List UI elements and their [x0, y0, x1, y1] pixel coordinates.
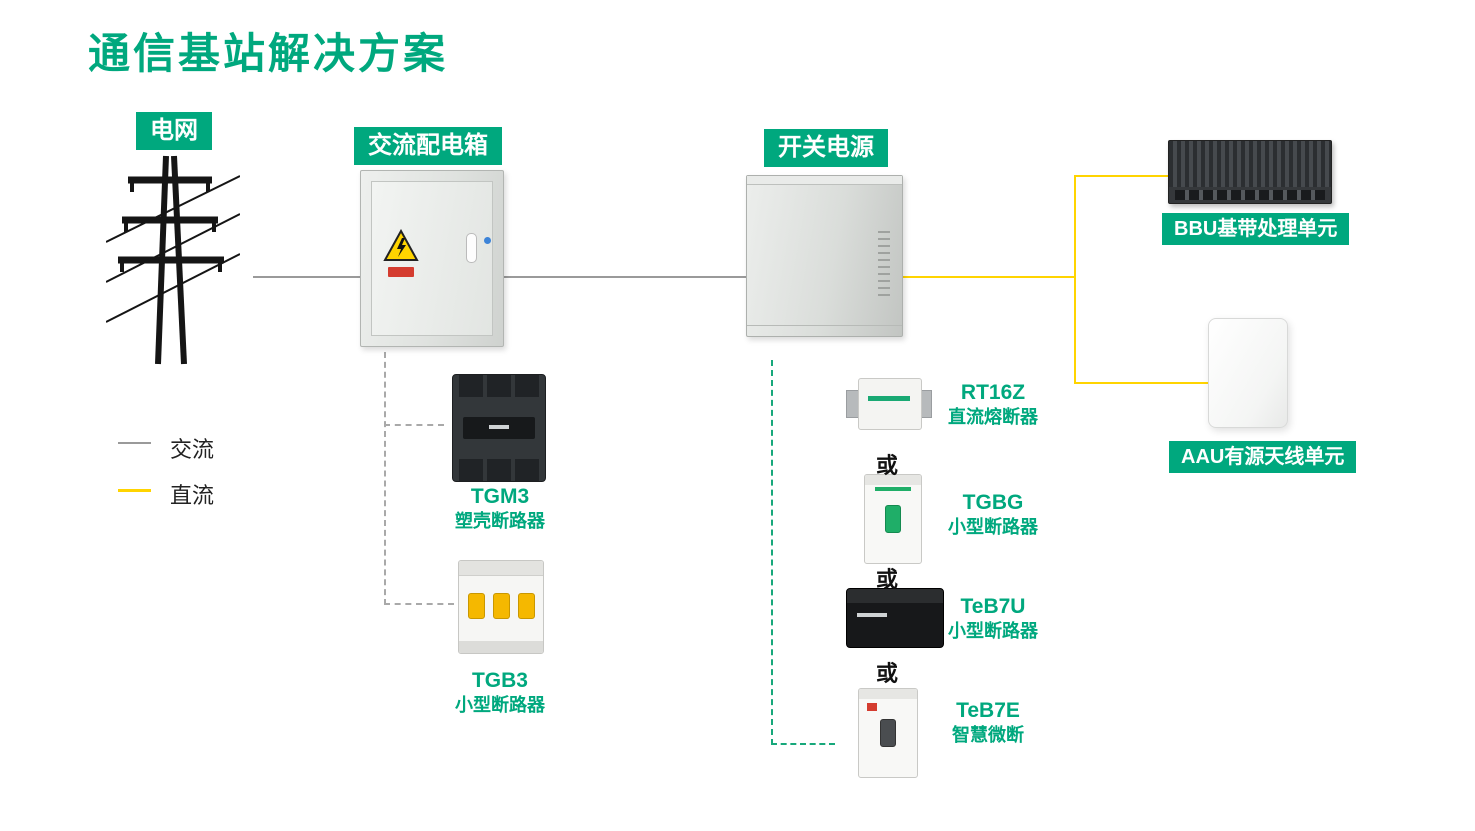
- power-tower-icon: [106, 155, 240, 365]
- teb7u-mark: [857, 613, 887, 617]
- ac-products-dashed-vertical: [384, 352, 386, 605]
- tgb3-name: TGB3: [471, 669, 528, 692]
- tgbg-label: TGBG 小型断路器: [918, 490, 1068, 540]
- tgb3-toggle: [493, 593, 510, 619]
- teb7u-top: [847, 589, 943, 603]
- bbu-label: BBU基带处理单元: [1162, 213, 1350, 245]
- rt16z-label: RT16Z 直流熔断器: [918, 380, 1068, 430]
- tgm3-image: [452, 374, 546, 482]
- ac-box-lock-dot: [484, 237, 491, 244]
- tgb3-label: TGB3 小型断路器: [425, 668, 575, 718]
- dashed-line-to-tgb3: [384, 603, 454, 605]
- dashed-line-to-tgm3: [384, 424, 444, 426]
- tgm3-desc: 塑壳断路器: [455, 511, 545, 532]
- rt16z-desc: 直流熔断器: [948, 407, 1038, 428]
- tgbg-desc: 小型断路器: [948, 517, 1038, 538]
- tgm3-terminal: [515, 459, 539, 481]
- switch-power-label: 开关电源: [764, 129, 888, 167]
- ac-box-label: 交流配电箱: [354, 127, 502, 165]
- dc-line-to-bbu: [1074, 175, 1170, 177]
- tgbg-mark: [875, 487, 911, 491]
- page-title: 通信基站解决方案: [88, 30, 449, 77]
- switch-power-image: [746, 175, 903, 337]
- teb7e-desc: 智慧微断: [952, 725, 1024, 746]
- dc-line-to-aau: [1074, 382, 1208, 384]
- tgbg-name: TGBG: [962, 491, 1024, 514]
- teb7u-label: TeB7U 小型断路器: [918, 594, 1068, 644]
- tgb3-toggle: [468, 593, 485, 619]
- tgm3-terminal: [487, 459, 511, 481]
- legend-dc-label: 直流: [170, 483, 215, 508]
- rt16z-image: [846, 374, 932, 432]
- dc-line-vertical: [1074, 175, 1076, 384]
- tgb3-image: [458, 560, 544, 654]
- teb7u-name: TeB7U: [960, 595, 1026, 618]
- tgb3-cap: [459, 561, 543, 576]
- aau-label: AAU有源天线单元: [1169, 441, 1357, 473]
- tgb3-toggle: [518, 593, 535, 619]
- bbu-heatsink: [1169, 141, 1331, 187]
- teb7e-image: [858, 688, 918, 778]
- dc-line-from-power: [901, 276, 1076, 278]
- teb7e-indicator: [867, 703, 877, 711]
- teb7e-stripe: [859, 689, 917, 699]
- legend-ac-label: 交流: [170, 437, 215, 462]
- legend-dc-line: [118, 489, 151, 492]
- dc-products-dashed-vertical: [771, 360, 773, 745]
- teb7e-label: TeB7E 智慧微断: [913, 698, 1063, 748]
- warning-icon: [383, 228, 419, 273]
- grid-label: 电网: [136, 112, 212, 150]
- fuse-body: [858, 378, 922, 430]
- bbu-ports: [1175, 190, 1325, 200]
- cabinet-lid: [747, 176, 902, 185]
- bbu-image: [1168, 140, 1332, 204]
- fuse-label-stripe: [868, 396, 910, 401]
- caution-sticker: [388, 267, 414, 277]
- or-label-1: 或: [875, 453, 898, 478]
- dashed-line-to-teb7e: [771, 743, 835, 745]
- tgm3-label: TGM3 塑壳断路器: [425, 484, 575, 534]
- tgm3-terminal: [459, 375, 483, 397]
- tgbg-image: [864, 474, 922, 564]
- aau-image: [1208, 318, 1288, 428]
- teb7e-name: TeB7E: [956, 699, 1020, 722]
- or-label-2: 或: [875, 567, 898, 592]
- tgb3-base: [459, 641, 543, 653]
- tgm3-mark: [489, 425, 509, 429]
- teb7u-desc: 小型断路器: [948, 621, 1038, 642]
- tgm3-name: TGM3: [470, 485, 530, 508]
- tgm3-terminal: [459, 459, 483, 481]
- tgbg-stripe: [865, 475, 921, 485]
- rt16z-name: RT16Z: [960, 381, 1026, 404]
- teb7e-toggle: [880, 719, 896, 747]
- or-label-3: 或: [875, 661, 898, 686]
- tgm3-terminal: [487, 375, 511, 397]
- tgm3-terminal: [515, 375, 539, 397]
- teb7u-image: [846, 588, 944, 648]
- ac-distribution-box-image: [360, 170, 504, 347]
- tgb3-desc: 小型断路器: [455, 695, 545, 716]
- cabinet-seam: [747, 325, 902, 326]
- ac-box-handle: [466, 233, 477, 263]
- tgbg-toggle: [885, 505, 901, 533]
- legend-ac-line: [118, 442, 151, 444]
- cabinet-vent: [878, 231, 890, 301]
